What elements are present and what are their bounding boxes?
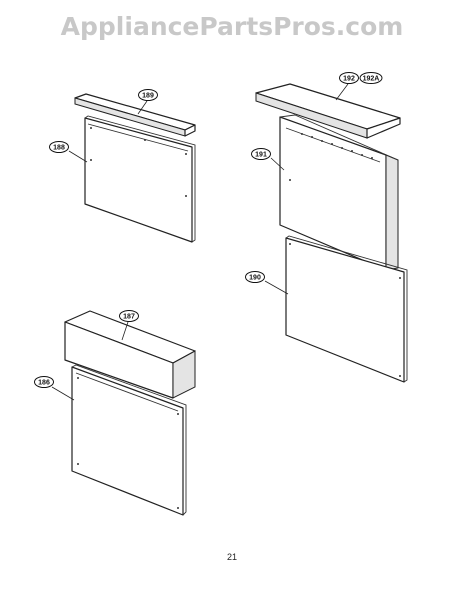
- leader-188: [68, 150, 88, 163]
- leader-190: [264, 280, 289, 295]
- part-188-panel: [84, 115, 196, 243]
- svg-text:192: 192: [343, 76, 355, 83]
- callout-191: 191: [251, 148, 271, 160]
- callout-192a: 192A: [359, 72, 383, 84]
- callout-186: 186: [34, 376, 54, 388]
- leader-187: [121, 321, 129, 341]
- part-192-top-cap: [255, 83, 401, 139]
- leader-189: [137, 100, 148, 115]
- part-189-trim-bar: [74, 93, 196, 137]
- svg-text:186: 186: [38, 380, 50, 387]
- svg-text:192A: 192A: [363, 76, 380, 83]
- callout-188: 188: [49, 141, 69, 153]
- svg-text:189: 189: [142, 93, 154, 100]
- svg-text:188: 188: [53, 145, 65, 152]
- leader-192: [335, 83, 349, 101]
- watermark-logo: AppliancePartsPros.com: [60, 12, 404, 41]
- callout-189: 189: [138, 89, 158, 101]
- part-186-panel: [71, 364, 187, 516]
- part-190-lower-panel: [285, 235, 408, 383]
- part-187-box-trim: [64, 310, 196, 399]
- page-number: 21: [226, 552, 237, 562]
- svg-text:191: 191: [255, 152, 267, 159]
- svg-text:190: 190: [249, 275, 261, 282]
- leader-191: [270, 157, 285, 171]
- callout-187: 187: [119, 310, 139, 322]
- svg-text:187: 187: [123, 314, 135, 321]
- leader-186: [51, 386, 75, 401]
- callout-190: 190: [245, 271, 265, 283]
- callout-192: 192: [339, 72, 359, 84]
